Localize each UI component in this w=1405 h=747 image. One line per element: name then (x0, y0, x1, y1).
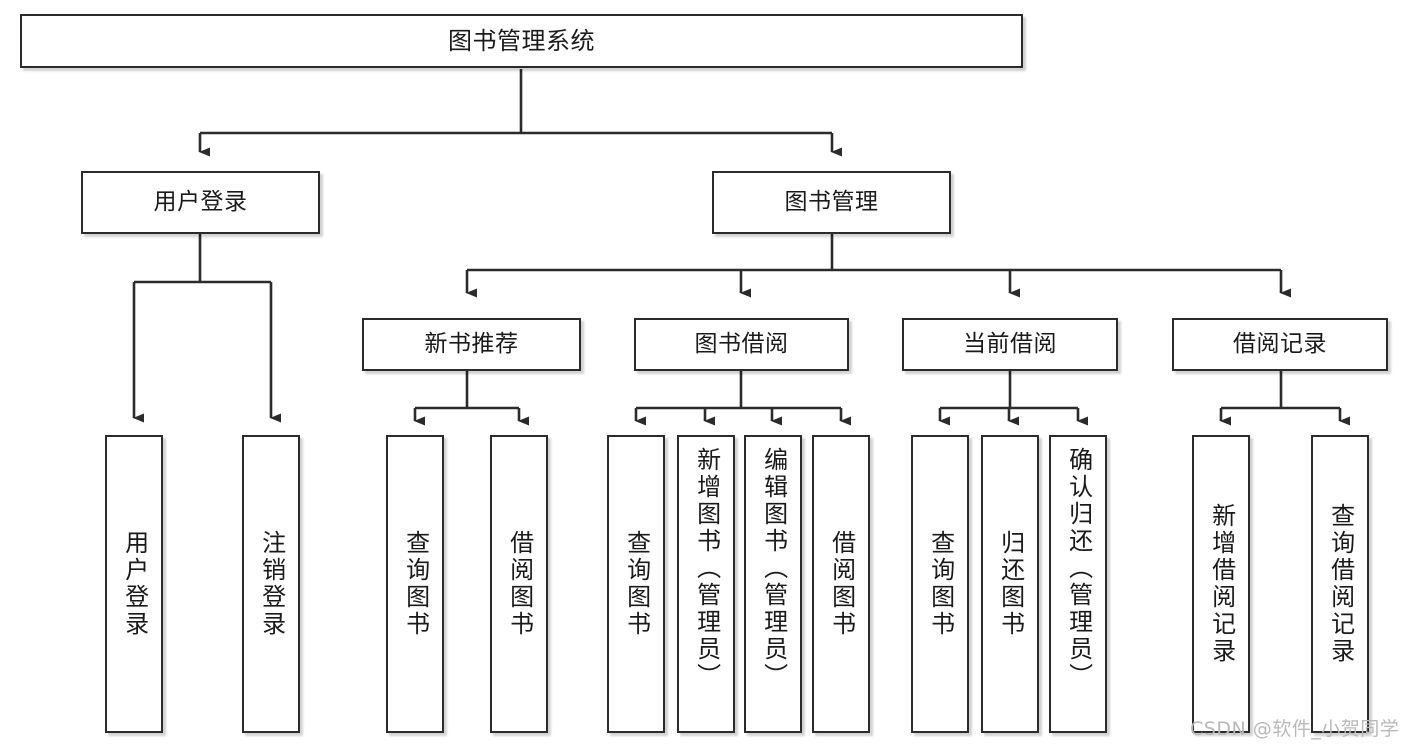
leaf-add-book-admin-label: 新增图书（管理员） (692, 447, 721, 690)
node-root-label: 图书管理系统 (448, 27, 595, 55)
leaf-add-book-admin[interactable]: 新增图书（管理员） (677, 435, 735, 733)
leaf-query-book-2-label: 查询图书 (622, 530, 651, 638)
leaf-borrow-book-1-label: 借阅图书 (505, 530, 534, 638)
leaf-borrow-book-1[interactable]: 借阅图书 (490, 435, 548, 733)
leaf-edit-book-admin-label: 编辑图书（管理员） (759, 447, 788, 690)
leaf-user-login-label: 用户登录 (120, 530, 149, 638)
leaf-query-book-2[interactable]: 查询图书 (607, 435, 665, 733)
node-user-login-label: 用户登录 (153, 189, 248, 215)
node-current-borrow-label: 当前借阅 (963, 331, 1057, 357)
node-user-login[interactable]: 用户登录 (81, 171, 320, 234)
leaf-query-borrow-record[interactable]: 查询借阅记录 (1311, 435, 1369, 733)
leaf-borrow-book-2[interactable]: 借阅图书 (812, 435, 870, 733)
leaf-borrow-book-2-label: 借阅图书 (827, 530, 856, 638)
node-book-borrow-label: 图书借阅 (694, 331, 789, 357)
leaf-confirm-return-admin[interactable]: 确认归还（管理员） (1049, 435, 1107, 733)
leaf-user-login[interactable]: 用户登录 (105, 435, 163, 733)
leaf-add-borrow-record[interactable]: 新增借阅记录 (1192, 435, 1250, 733)
node-current-borrow[interactable]: 当前借阅 (902, 318, 1118, 371)
leaf-add-borrow-record-label: 新增借阅记录 (1207, 503, 1236, 665)
node-new-book-recommend[interactable]: 新书推荐 (362, 318, 581, 371)
node-new-book-recommend-label: 新书推荐 (424, 331, 519, 357)
leaf-confirm-return-admin-label: 确认归还（管理员） (1064, 447, 1093, 690)
leaf-query-borrow-record-label: 查询借阅记录 (1326, 503, 1355, 665)
leaf-edit-book-admin[interactable]: 编辑图书（管理员） (744, 435, 802, 733)
leaf-query-book-1-label: 查询图书 (401, 530, 430, 638)
leaf-logout-label: 注销登录 (257, 530, 286, 638)
leaf-return-book-label: 归还图书 (996, 530, 1025, 638)
leaf-query-book-3[interactable]: 查询图书 (911, 435, 969, 733)
node-book-manage-label: 图书管理 (784, 189, 879, 215)
node-borrow-record[interactable]: 借阅记录 (1172, 318, 1388, 371)
node-book-borrow[interactable]: 图书借阅 (634, 318, 849, 371)
node-root-system[interactable]: 图书管理系统 (20, 14, 1023, 68)
csdn-watermark: CSDN @软件_小贺同学 (1190, 718, 1400, 740)
leaf-logout[interactable]: 注销登录 (242, 435, 300, 733)
leaf-query-book-1[interactable]: 查询图书 (386, 435, 444, 733)
leaf-return-book[interactable]: 归还图书 (981, 435, 1039, 733)
leaf-query-book-3-label: 查询图书 (926, 530, 955, 638)
node-book-manage[interactable]: 图书管理 (712, 171, 951, 234)
node-borrow-record-label: 借阅记录 (1233, 331, 1327, 357)
